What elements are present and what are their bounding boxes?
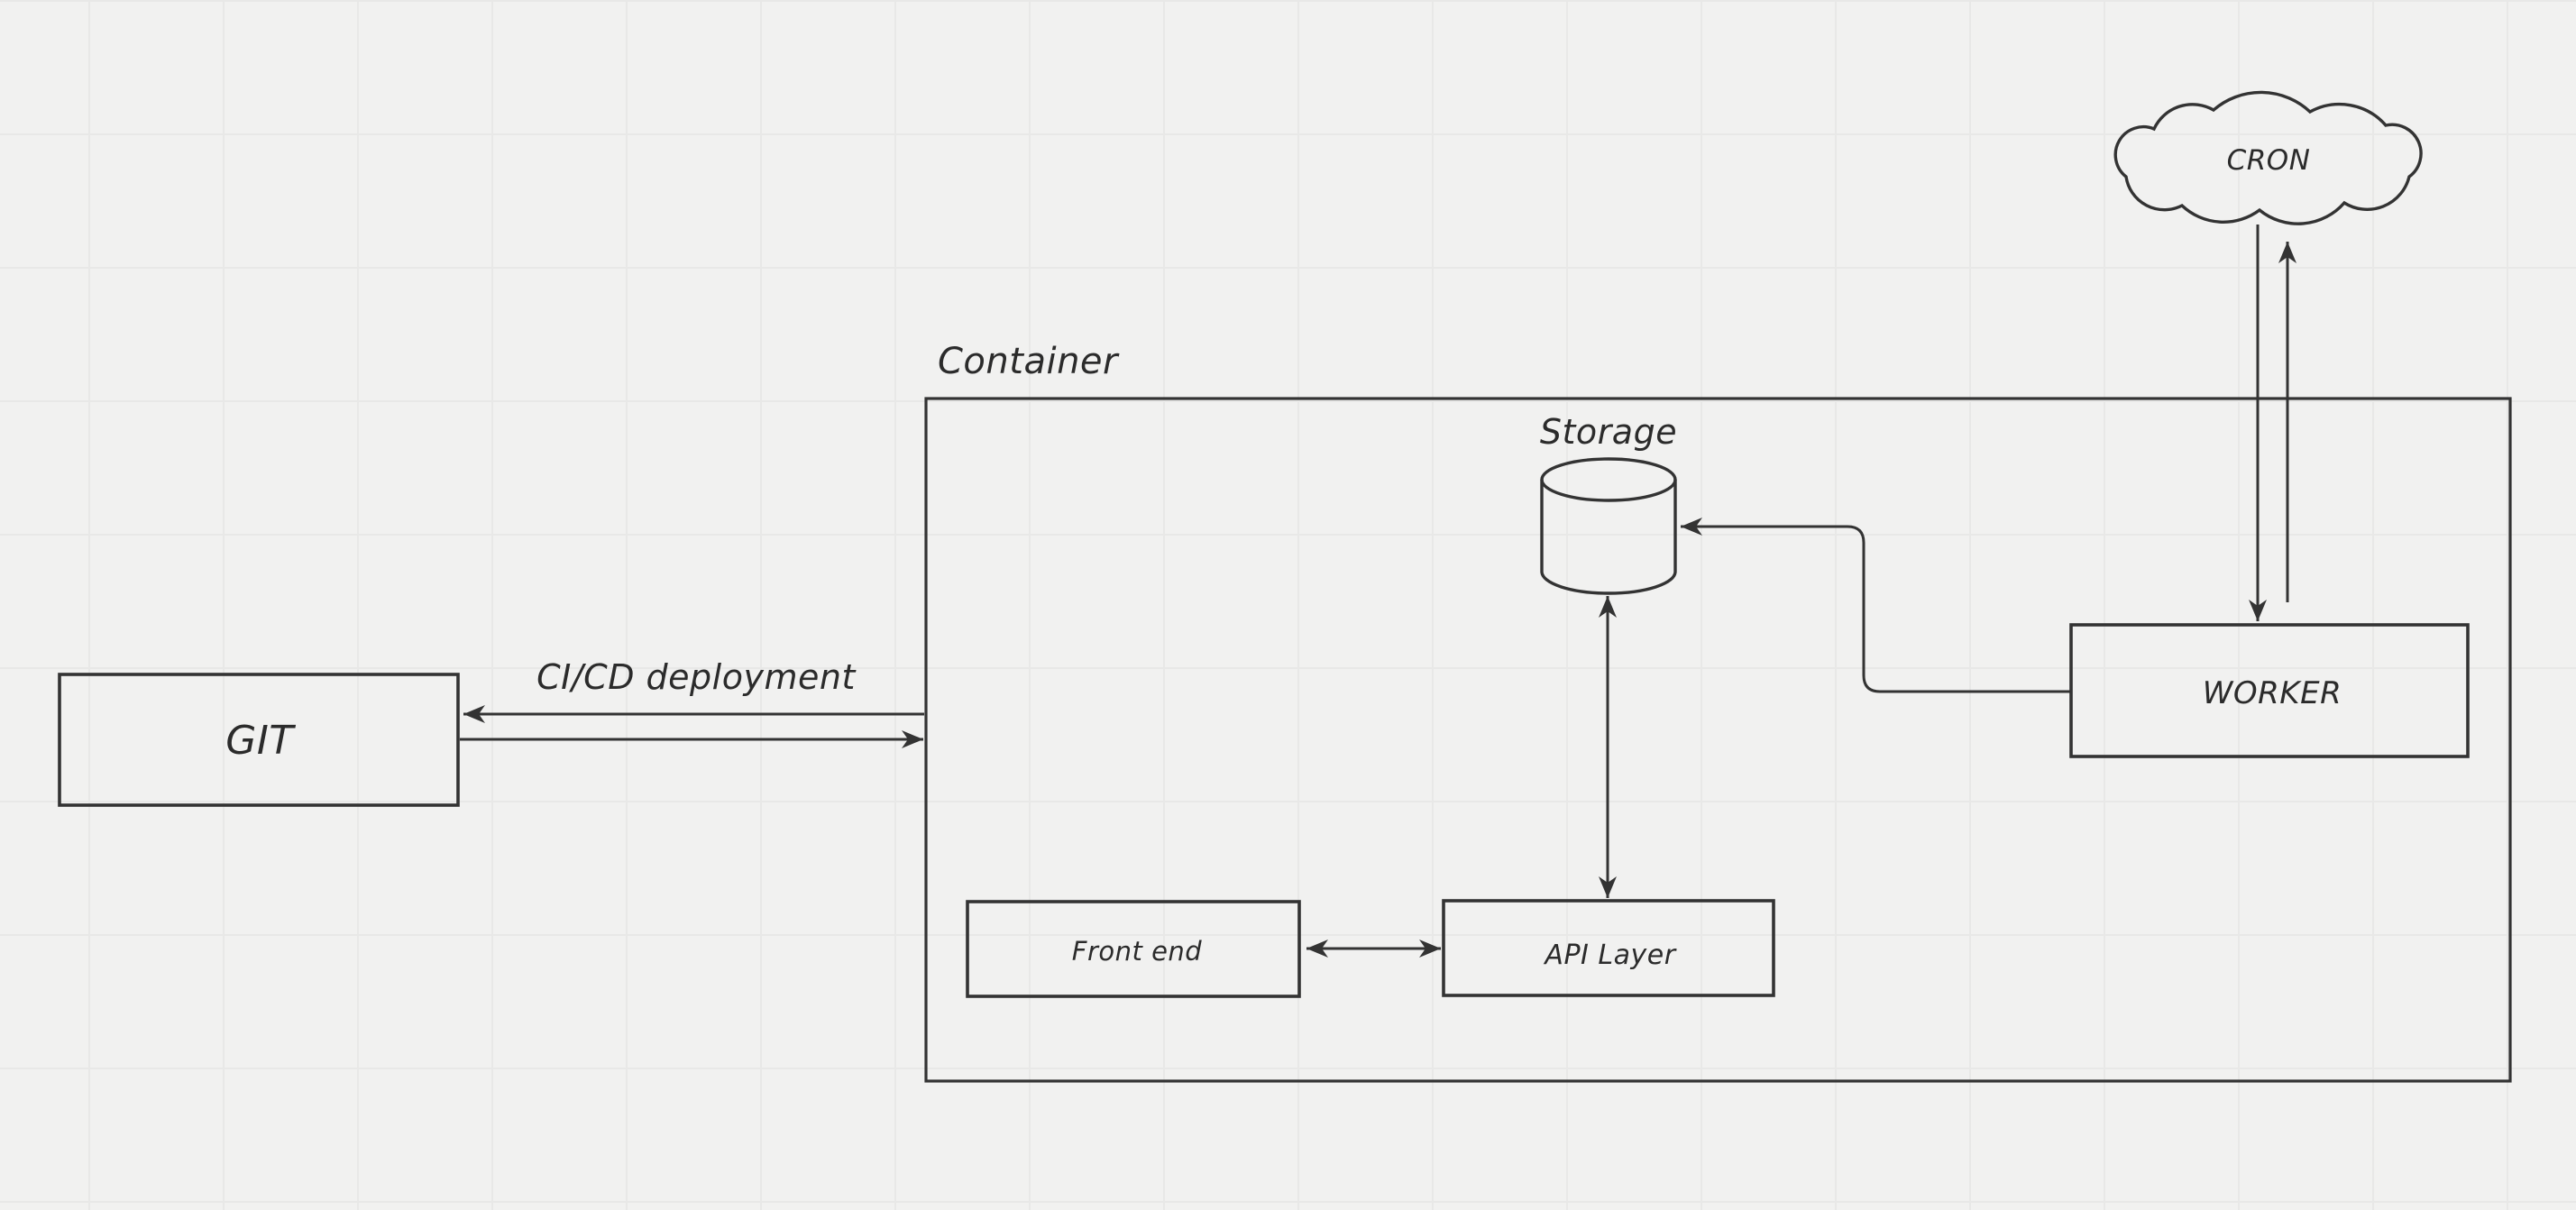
container-frame-shape[interactable] (924, 397, 2512, 1083)
node-api[interactable]: API Layer (1442, 899, 1775, 997)
git-box-shape[interactable] (58, 673, 460, 807)
node-frontend[interactable]: Front end (966, 900, 1301, 998)
storage-label: Storage (1540, 412, 1677, 452)
cron-label: CRON (2227, 144, 2311, 177)
node-worker[interactable]: WORKER (2069, 623, 2470, 758)
container-label: Container (938, 341, 1120, 382)
frontend-box-shape[interactable] (966, 900, 1301, 998)
node-container[interactable]: Container (924, 341, 2512, 1083)
cron-cloud-icon[interactable] (2113, 90, 2423, 225)
storage-cylinder-top[interactable] (1540, 457, 1677, 502)
node-git[interactable]: GIT (58, 673, 460, 807)
edge-cicd-label: CI/CD deployment (536, 657, 857, 697)
git-label: GIT (225, 718, 296, 764)
api-box-shape[interactable] (1442, 899, 1775, 997)
frontend-label: Front end (1072, 936, 1203, 967)
node-cron[interactable]: CRON (2113, 90, 2423, 225)
worker-label: WORKER (2203, 675, 2342, 711)
edge-worker-to-storage[interactable] (1681, 518, 2071, 693)
storage-cylinder-icon[interactable] (1540, 480, 1677, 595)
node-storage[interactable]: Storage (1540, 412, 1677, 595)
api-label: API Layer (1543, 940, 1676, 971)
